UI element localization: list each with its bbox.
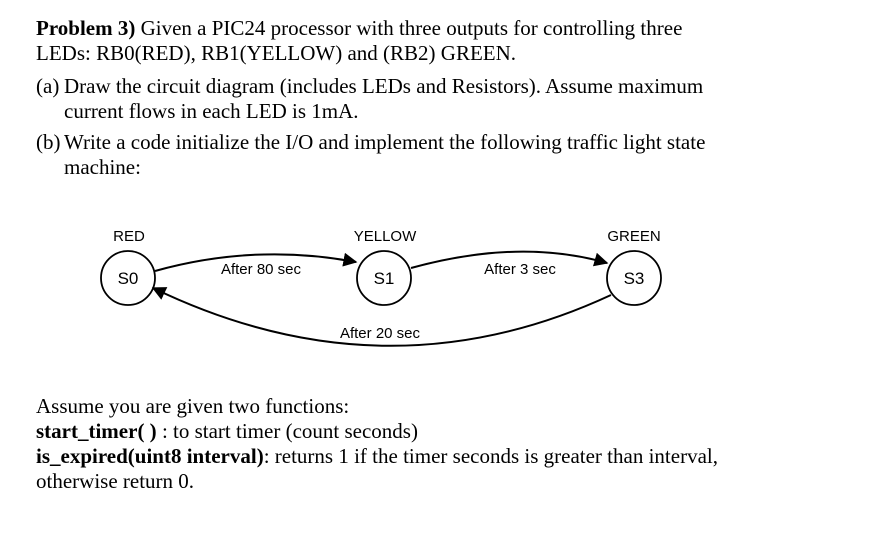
part-a-line1: Draw the circuit diagram (includes LEDs … xyxy=(64,74,704,98)
transition-arrow-s3-s0 xyxy=(151,287,612,347)
problem-intro-line1: Problem 3) Given a PIC24 processor with … xyxy=(36,16,682,41)
state-node-s3 xyxy=(606,250,662,306)
problem-heading: Problem 3) xyxy=(36,16,136,40)
is-expired-name: is_expired(uint8 interval) xyxy=(36,444,264,468)
state-id-s0: S0 xyxy=(118,269,139,288)
state-label-red: RED xyxy=(113,228,145,245)
state-label-green: GREEN xyxy=(607,228,660,245)
functions-intro: Assume you are given two functions: xyxy=(36,394,350,418)
part-b-line1: Write a code initialize the I/O and impl… xyxy=(64,130,706,154)
transition-label-80sec: After 80 sec xyxy=(221,261,302,278)
transition-label-20sec: After 20 sec xyxy=(340,325,421,342)
state-node-s0 xyxy=(100,250,156,306)
state-node-s1 xyxy=(356,250,412,306)
state-label-yellow: YELLOW xyxy=(354,228,417,245)
transition-label-3sec: After 3 sec xyxy=(484,261,556,278)
transition-arrow-s1-s3 xyxy=(410,250,609,269)
state-id-s3: S3 xyxy=(624,269,645,288)
is-expired-desc: : returns 1 if the timer seconds is grea… xyxy=(263,444,718,468)
part-b-line2: machine: xyxy=(64,155,141,179)
part-b-marker: (b) xyxy=(36,130,61,154)
state-id-s1: S1 xyxy=(374,269,395,288)
part-a-marker: (a) xyxy=(36,74,60,98)
problem-intro-text: Given a PIC24 processor with three outpu… xyxy=(140,16,683,40)
transition-arrow-s0-s1 xyxy=(154,252,358,272)
is-expired-line2: otherwise return 0. xyxy=(36,469,195,493)
start-timer-line: start_timer( ) : to start timer (count s… xyxy=(36,419,418,444)
start-timer-desc: : to start timer (count seconds) xyxy=(156,419,418,443)
is-expired-line: is_expired(uint8 interval): returns 1 if… xyxy=(36,444,718,469)
problem-intro-line2: LEDs: RB0(RED), RB1(YELLOW) and (RB2) GR… xyxy=(36,41,517,65)
part-a-line2: current flows in each LED is 1mA. xyxy=(64,99,359,123)
start-timer-name: start_timer( ) xyxy=(36,419,157,443)
